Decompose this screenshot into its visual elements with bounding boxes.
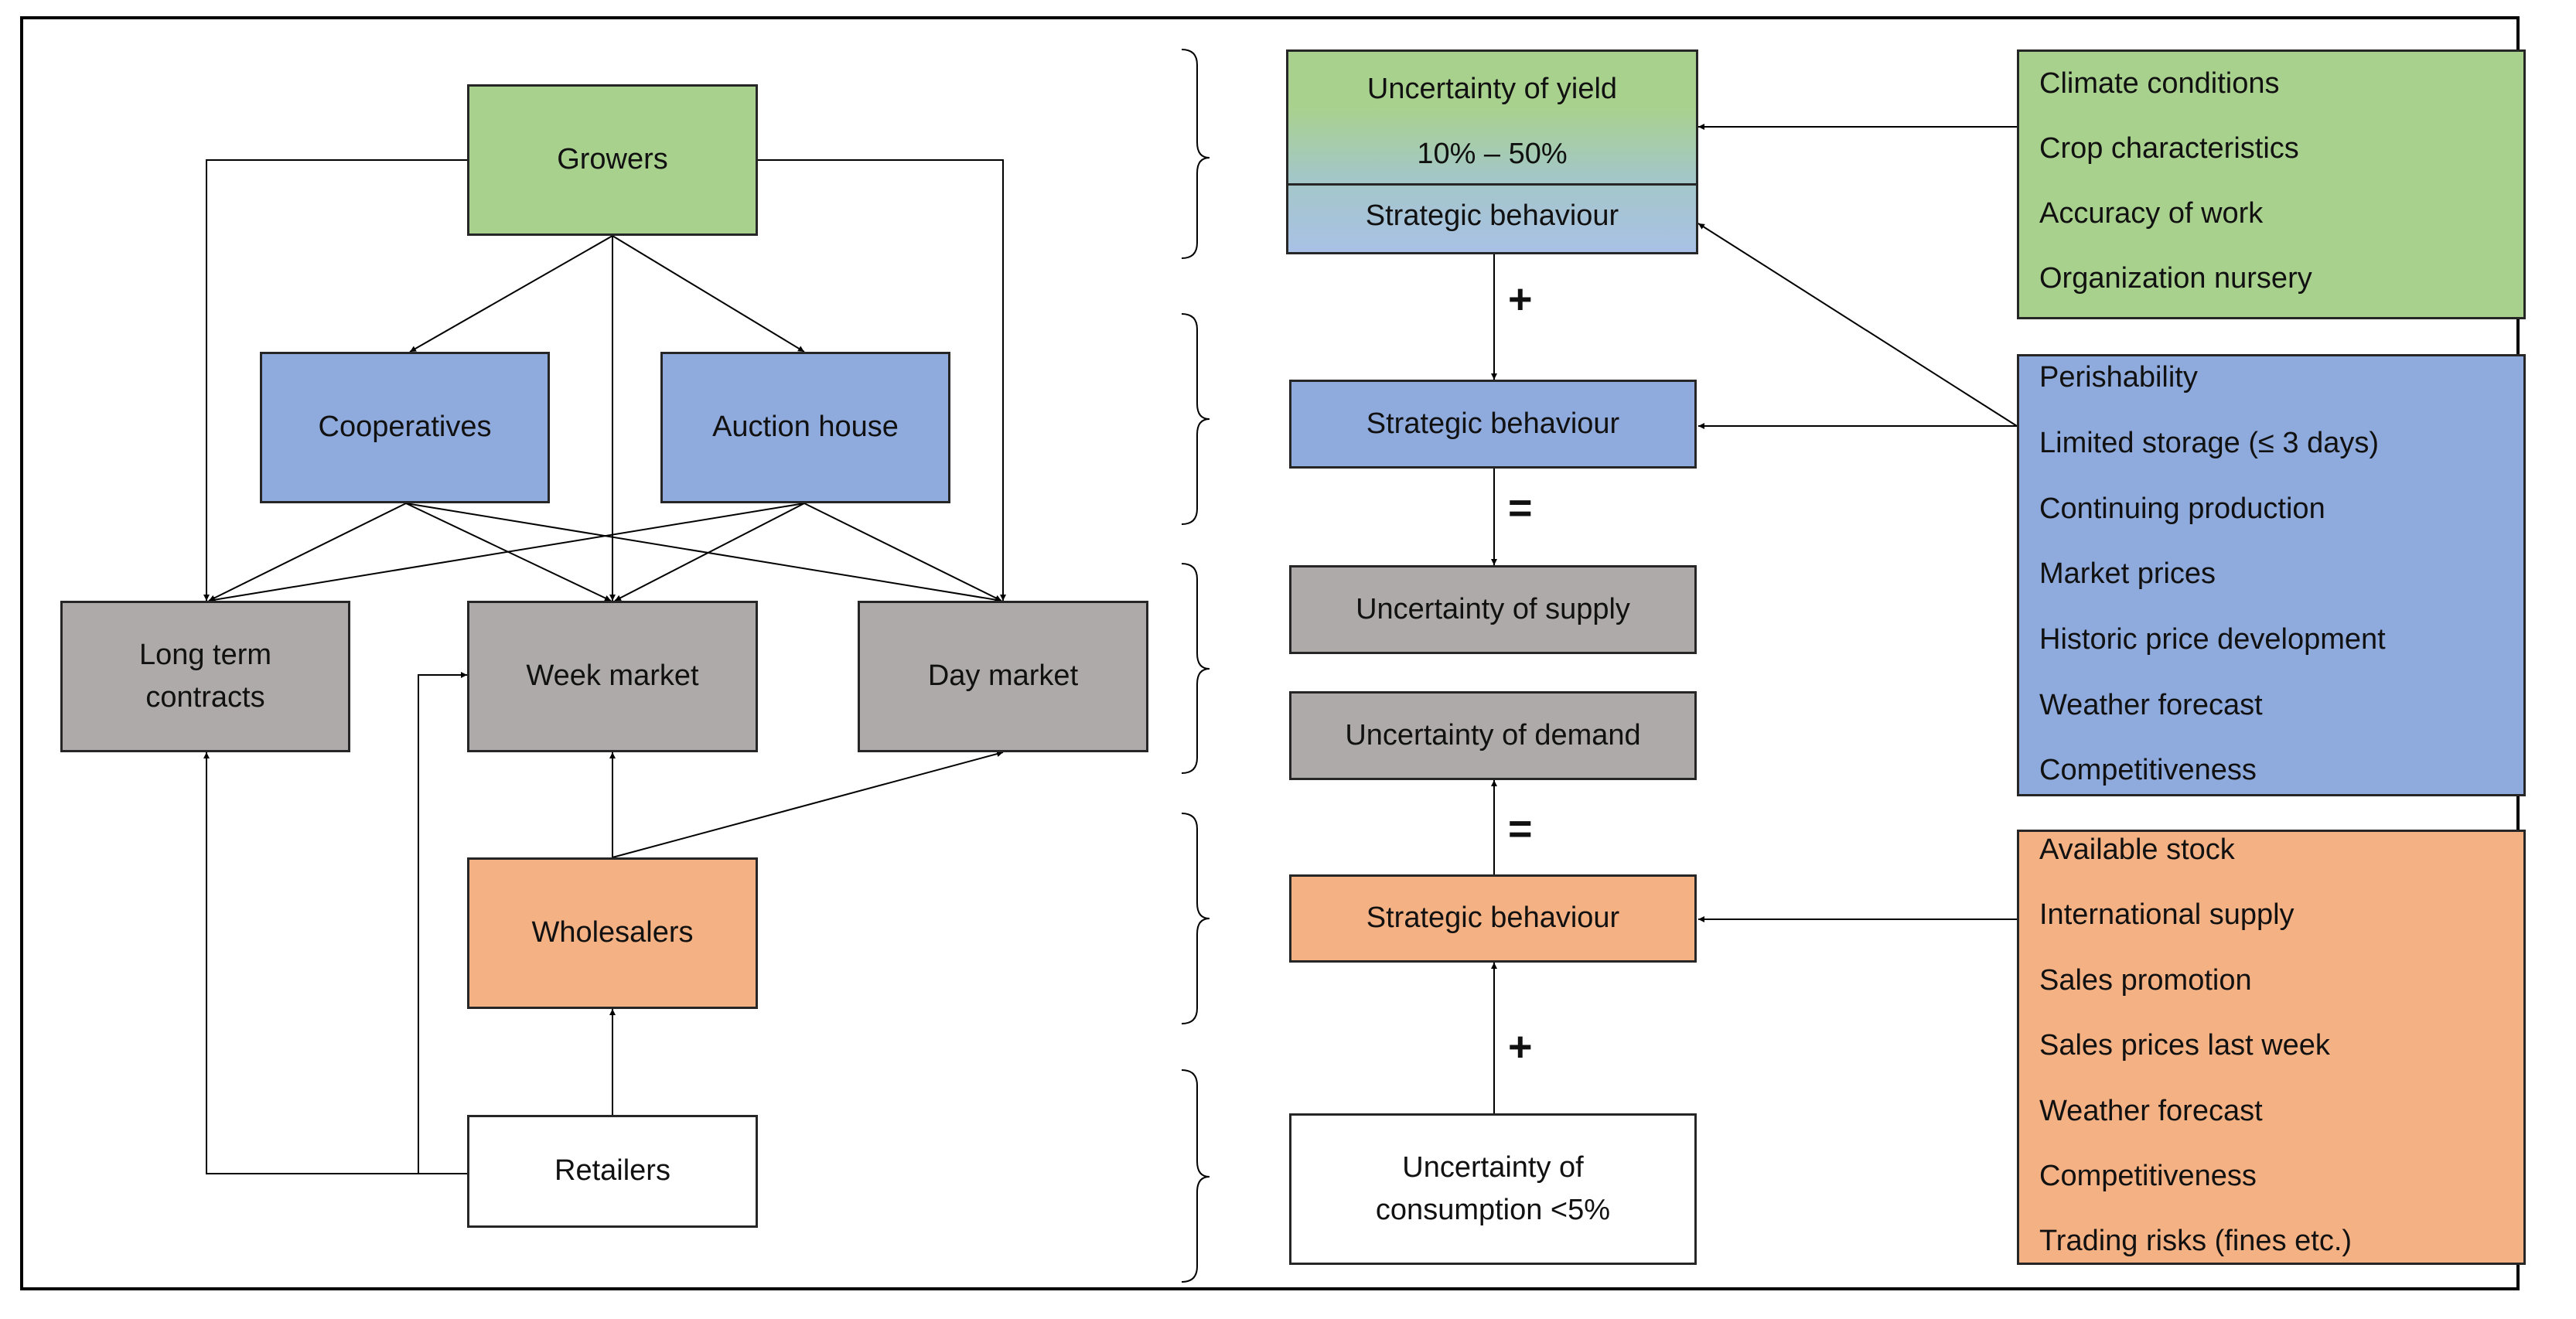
auction-house-label: Auction house bbox=[712, 411, 899, 444]
list-item: Crop characteristics bbox=[2039, 132, 2299, 165]
cooperatives-node: Cooperatives bbox=[260, 352, 550, 503]
retailers-node: Retailers bbox=[467, 1115, 758, 1228]
yield-title: Uncertainty of yield bbox=[1366, 73, 1618, 106]
list-item: Continuing production bbox=[2039, 492, 2325, 525]
arrow-blue-factors-yield bbox=[1697, 223, 2018, 427]
day-market-label: Day market bbox=[927, 660, 1079, 693]
list-item: Available stock bbox=[2039, 833, 2235, 866]
list-item: Perishability bbox=[2039, 361, 2198, 394]
uncertainty-of-supply-label: Uncertainty of supply bbox=[1356, 592, 1630, 625]
brace-supply-demand bbox=[1181, 563, 1210, 774]
day-market-node: Day market bbox=[858, 601, 1148, 752]
wholesalers-node: Wholesalers bbox=[467, 857, 758, 1009]
arrow-auction-day-market bbox=[804, 503, 1002, 602]
list-item: Market prices bbox=[2039, 557, 2216, 590]
yield-range: 10% – 50% bbox=[1417, 138, 1568, 171]
arrow-wholesalers-day-market bbox=[612, 751, 1004, 858]
demand-factors-list: Available stock International supply Sal… bbox=[2017, 830, 2526, 1265]
list-item: Sales promotion bbox=[2039, 964, 2252, 997]
uncertainty-of-consumption-node: Uncertainty of consumption <5% bbox=[1289, 1113, 1697, 1265]
strategic-behaviour-supply-label: Strategic behaviour bbox=[1366, 407, 1620, 440]
list-item: Weather forecast bbox=[2039, 689, 2263, 721]
uncertainty-of-demand-label: Uncertainty of demand bbox=[1345, 718, 1641, 752]
list-item: Competitiveness bbox=[2039, 754, 2257, 786]
list-item: Limited storage (≤ 3 days) bbox=[2039, 427, 2380, 459]
arrow-coop-day-market bbox=[405, 503, 1002, 603]
week-market-label: Week market bbox=[526, 660, 699, 693]
yield-strategic-behaviour: Strategic behaviour bbox=[1365, 199, 1619, 233]
list-item: Organization nursery bbox=[2039, 262, 2312, 295]
long-term-contracts-node: Long term contracts bbox=[60, 601, 350, 752]
strategic-behaviour-supply-node: Strategic behaviour bbox=[1289, 380, 1697, 469]
wholesalers-label: Wholesalers bbox=[531, 916, 694, 949]
auction-house-node: Auction house bbox=[660, 352, 950, 503]
arrow-auction-long-term bbox=[208, 503, 805, 603]
strategic-behaviour-demand-label: Strategic behaviour bbox=[1366, 901, 1620, 935]
list-item: Accuracy of work bbox=[2039, 197, 2264, 230]
yield-divider bbox=[1288, 183, 1696, 186]
brace-strategic-blue bbox=[1181, 313, 1210, 525]
equals-operator-top: = bbox=[1508, 485, 1533, 531]
list-item: Trading risks (fines etc.) bbox=[2039, 1225, 2353, 1257]
arrow-growers-auction bbox=[612, 235, 805, 353]
brace-consumption bbox=[1181, 1069, 1210, 1283]
list-item: Climate conditions bbox=[2039, 67, 2280, 100]
arrow-growers-long-term bbox=[203, 159, 467, 601]
supply-factors-list: Perishability Limited storage (≤ 3 days)… bbox=[2017, 354, 2526, 796]
brace-strategic-orange bbox=[1181, 813, 1210, 1024]
list-item: Historic price development bbox=[2039, 623, 2386, 656]
arrow-growers-cooperatives bbox=[409, 235, 613, 353]
yield-factors-list: Climate conditions Crop characteristics … bbox=[2017, 49, 2526, 319]
arrow-retailers-week-market bbox=[418, 672, 467, 1174]
long-term-contracts-label: Long term contracts bbox=[138, 638, 272, 714]
list-item: Weather forecast bbox=[2039, 1095, 2263, 1127]
cooperatives-label: Cooperatives bbox=[318, 411, 492, 444]
arrow-coop-long-term bbox=[208, 503, 407, 602]
uncertainty-of-consumption-label: Uncertainty of consumption <5% bbox=[1375, 1150, 1611, 1226]
growers-label: Growers bbox=[557, 143, 668, 176]
strategic-behaviour-demand-node: Strategic behaviour bbox=[1289, 874, 1697, 963]
list-item: Competitiveness bbox=[2039, 1160, 2257, 1192]
arrow-auction-week-market bbox=[614, 503, 805, 602]
list-item: Sales prices last week bbox=[2039, 1029, 2330, 1062]
arrow-growers-day-market bbox=[758, 159, 1006, 601]
plus-operator-top: + bbox=[1508, 276, 1533, 322]
plus-operator-bottom: + bbox=[1508, 1024, 1533, 1070]
list-item: International supply bbox=[2039, 898, 2295, 931]
arrow-retailers-long-term bbox=[203, 752, 467, 1174]
brace-yield bbox=[1181, 49, 1210, 259]
uncertainty-of-supply-node: Uncertainty of supply bbox=[1289, 565, 1697, 654]
growers-node: Growers bbox=[467, 84, 758, 236]
uncertainty-of-demand-node: Uncertainty of demand bbox=[1289, 691, 1697, 780]
week-market-node: Week market bbox=[467, 601, 758, 752]
retailers-label: Retailers bbox=[554, 1154, 670, 1188]
uncertainty-of-yield-node: Uncertainty of yield 10% – 50% Strategic… bbox=[1286, 49, 1698, 254]
equals-operator-bottom: = bbox=[1508, 806, 1533, 852]
